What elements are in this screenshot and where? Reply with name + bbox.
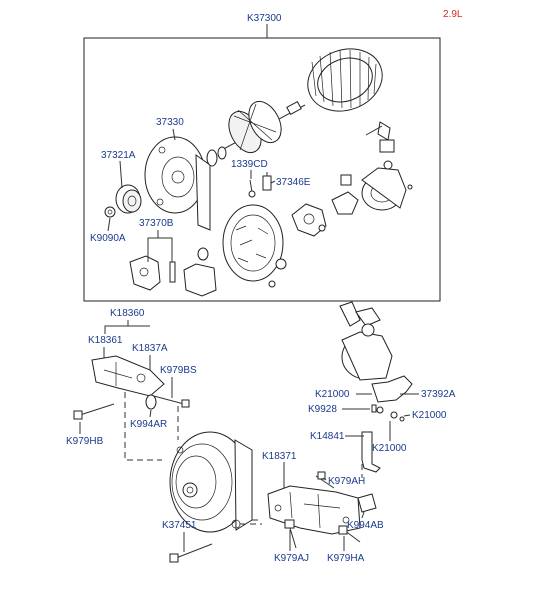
label-k18360: K18360 xyxy=(110,308,145,319)
label-k18371: K18371 xyxy=(262,451,297,462)
vacuum-hose-part xyxy=(361,375,413,473)
regulator-part xyxy=(291,203,327,237)
label-k37300: K37300 xyxy=(247,13,282,24)
label-k21000-lower: K21000 xyxy=(372,443,407,454)
vacuum-pump-part xyxy=(361,121,413,211)
bearing-part xyxy=(206,146,227,167)
label-37370b: 37370B xyxy=(139,218,174,229)
label-k14841: K14841 xyxy=(310,431,345,442)
label-k979ah: K979AH xyxy=(328,476,365,487)
label-k1837a: K1837A xyxy=(132,343,168,354)
label-1339cd: 1339CD xyxy=(231,159,268,170)
rectifier-part xyxy=(331,174,359,215)
brush-holder-part xyxy=(262,172,272,191)
pulley-nut-part xyxy=(104,206,116,218)
label-k9090a: K9090A xyxy=(90,233,126,244)
label-k979aj: K979AJ xyxy=(274,553,309,564)
label-k37451: K37451 xyxy=(162,520,197,531)
label-k979bs: K979BS xyxy=(160,365,197,376)
label-37392a: 37392A xyxy=(421,389,456,400)
terminal-set-part xyxy=(129,247,217,297)
label-37346e: 37346E xyxy=(276,177,311,188)
bolt-k979aj-part xyxy=(284,519,297,549)
label-k21000-upper: K21000 xyxy=(315,389,350,400)
front-housing-part xyxy=(222,204,287,288)
label-k9928: K9928 xyxy=(308,404,337,415)
rotor-part xyxy=(217,100,306,154)
alternator-bracket-part xyxy=(91,355,165,397)
alternator-body-part xyxy=(169,431,253,533)
bushing-k994ar-part xyxy=(145,394,157,410)
label-k18361: K18361 xyxy=(88,335,123,346)
rear-housing-part xyxy=(144,136,211,231)
label-k21000-right: K21000 xyxy=(412,410,447,421)
bolt-k979bs-part xyxy=(149,394,190,408)
stator-part xyxy=(307,48,383,112)
pulley-part xyxy=(115,184,142,214)
label-k979ha: K979HA xyxy=(327,553,365,564)
bolt-k979hb-part xyxy=(73,403,115,420)
washer-k994ab-part xyxy=(357,493,377,513)
label-k979hb: K979HB xyxy=(66,436,104,447)
bolt-k979ah-part xyxy=(315,471,335,489)
alternator-assembly-frame xyxy=(83,37,441,302)
bolt-k979ha-part xyxy=(338,525,361,543)
engine-displacement-label: 2.9L xyxy=(443,9,463,20)
label-37321a: 37321A xyxy=(101,150,136,161)
label-k994ab: K994AB xyxy=(347,520,384,531)
label-k994ar: K994AR xyxy=(130,419,167,430)
screw-1339cd-part xyxy=(248,179,256,198)
bolt-k37451-part xyxy=(169,543,213,563)
label-37330: 37330 xyxy=(156,117,184,128)
vacuum-pump-lower-part xyxy=(339,301,393,381)
